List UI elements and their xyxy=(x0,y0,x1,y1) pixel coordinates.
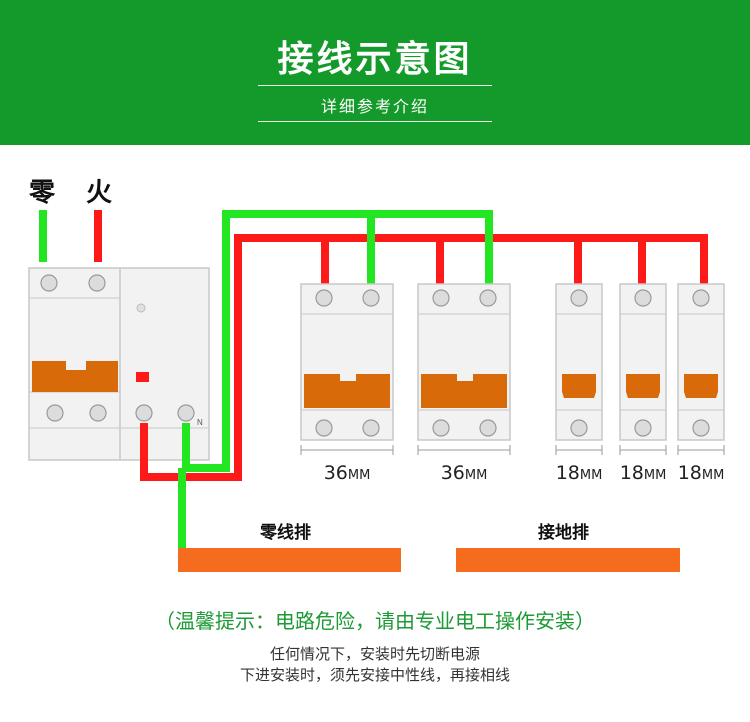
live-output-wire xyxy=(140,234,708,481)
breaker-1p-3 xyxy=(677,283,725,441)
install-note-1: 任何情况下，安装时先切断电源 xyxy=(269,645,480,663)
page-title: 接线示意图 xyxy=(277,39,473,80)
breaker-1p-2 xyxy=(619,283,667,441)
breaker-2p-2 xyxy=(417,283,511,441)
title-divider-top xyxy=(258,85,492,86)
neutral-busbar xyxy=(178,548,401,572)
title-divider-bottom xyxy=(258,121,492,122)
header-banner: 接线示意图 详细参考介绍 xyxy=(0,0,750,145)
rcd-test-indicator xyxy=(136,372,149,382)
breaker-width-label-4: 18MM xyxy=(619,462,667,484)
breaker-width-label-1: 36MM xyxy=(323,462,371,484)
neutral-wire-label: 零 xyxy=(29,178,56,208)
dimension-lines xyxy=(300,445,725,455)
breaker-width-label-2: 36MM xyxy=(440,462,488,484)
breaker-1p-1 xyxy=(555,283,603,441)
ground-bar-label: 接地排 xyxy=(538,523,589,543)
breaker-width-label-3: 18MM xyxy=(555,462,603,484)
safety-warning: （温馨提示：电路危险，请由专业电工操作安装） xyxy=(155,609,595,633)
main-rcd-breaker: N xyxy=(28,267,210,461)
ground-busbar xyxy=(456,548,680,572)
live-wire-label: 火 xyxy=(86,178,113,208)
neutral-supply-wire xyxy=(39,210,47,262)
live-supply-wire xyxy=(94,210,102,262)
neutral-output-wire xyxy=(182,210,493,472)
rcd-n-terminal-label: N xyxy=(197,418,203,427)
breaker-2p-1 xyxy=(300,283,394,441)
install-note-2: 下进安装时，须先安接中性线，再接相线 xyxy=(239,666,510,684)
page-subtitle: 详细参考介绍 xyxy=(320,97,429,116)
neutral-bar-label: 零线排 xyxy=(260,523,311,543)
breaker-width-label-5: 18MM xyxy=(677,462,725,484)
